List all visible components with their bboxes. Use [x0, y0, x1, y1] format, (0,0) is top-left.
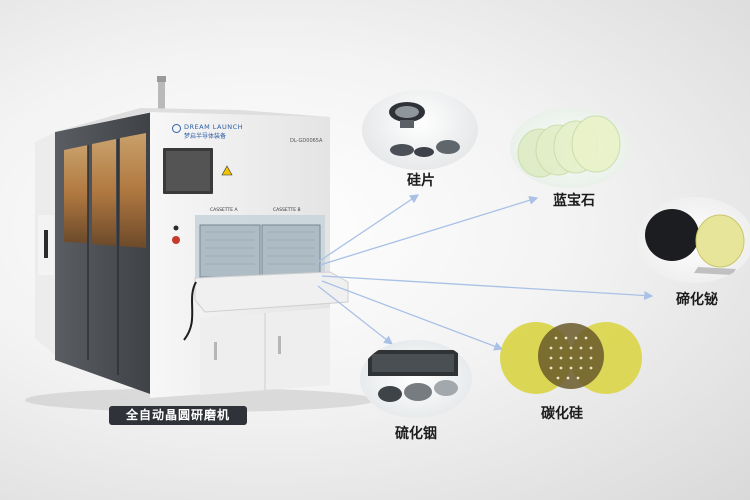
sapphire-image [510, 108, 630, 188]
signal-tower [158, 80, 165, 115]
side-window-2 [92, 139, 116, 246]
side-window-3 [120, 133, 146, 248]
machine-caption: 全自动晶圆研磨机 [109, 406, 247, 425]
label-silicon-carbide: 碳化硅 [541, 406, 583, 422]
side-handle [44, 230, 48, 258]
model-number: DL-GD0065A [290, 138, 323, 144]
label-indium-sulfide: 硫化铟 [395, 426, 437, 442]
label-sapphire: 蓝宝石 [553, 193, 595, 209]
cassette-b-label: CASSETTE B [273, 208, 301, 213]
arrow-to-silicon-carbide [321, 280, 504, 351]
brand-logo-cn: 梦启半导体装备 [184, 133, 227, 140]
arrow-to-bismuth-telluride [321, 275, 654, 301]
silicon-carbide-image [496, 316, 646, 400]
brand-logo-icon [172, 124, 181, 133]
cassette-a-label: CASSETTE A [210, 208, 238, 213]
handheld-cable [183, 281, 197, 341]
indium-sulfide-image [360, 340, 472, 418]
arrow-to-indium-sulfide [317, 285, 394, 345]
work-tray [194, 271, 349, 313]
cassette-b [261, 224, 321, 278]
arrow-to-sapphire [319, 195, 539, 266]
cassette-a [199, 224, 261, 278]
warning-icon [221, 165, 233, 176]
label-bismuth-telluride: 碲化铋 [676, 292, 718, 308]
emergency-stop-icon [172, 236, 180, 244]
side-window-1 [64, 145, 88, 243]
brand-logo-text: DREAM LAUNCH [184, 123, 244, 131]
bismuth-telluride-image [636, 197, 750, 283]
silicon-wafer-image [362, 90, 478, 170]
arrow-to-silicon [317, 194, 420, 263]
label-silicon: 硅片 [407, 173, 435, 189]
